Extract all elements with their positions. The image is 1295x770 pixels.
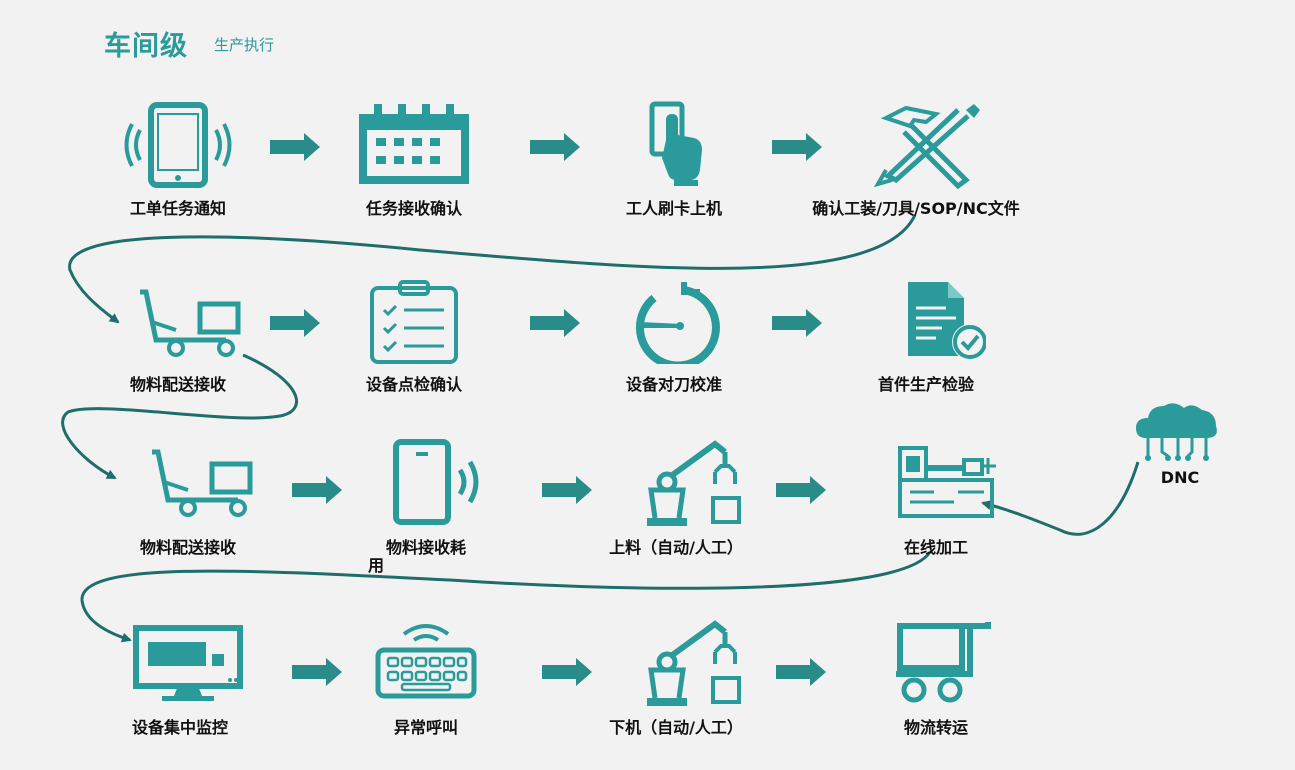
dnc-connector [981,461,1140,536]
step-3-4-label: 在线加工 [903,538,968,557]
step-2-2-label: 设备点检确认 [365,375,462,394]
cnc-machine-icon [898,446,996,518]
dnc-label: DNC [1160,468,1200,487]
calendar-icon [359,104,469,184]
document-check-icon [908,282,986,360]
step-1-3-label: 工人刷卡上机 [625,199,722,218]
step-1-1 [88,100,268,190]
step-1-4-label: 确认工装/刀具/SOP/NC文件 [812,199,1020,218]
step-2-4-label: 首件生产检验 [877,375,974,394]
step-4-3-label: 下机（自动/人工） [609,718,743,737]
step-3-1-label: 物料配送接收 [139,538,236,557]
wrap-connector-2 [61,353,298,480]
step-3-2-label: 物料接收耗 用 [336,539,516,575]
step-4-4-label: 物流转运 [903,718,968,737]
step-3-2 [336,438,516,526]
step-1-1-label: 工单任务通知 [129,199,226,218]
step-1-3 [584,100,764,190]
step-4-3 [586,618,766,708]
step-2-4 [836,278,1016,364]
step-3-2-label-line1: 物料接收耗 [385,538,466,557]
step-4-1 [98,620,278,704]
robot-arm-icon [647,440,741,526]
tablet-signal-icon [124,102,232,188]
card-swipe-icon [649,101,702,186]
step-3-1 [108,440,288,520]
cart-icon [140,289,241,357]
tools-icon [873,104,980,190]
stopwatch-icon [635,282,720,364]
step-1-2-label: 任务接收确认 [365,199,462,218]
step-1-4 [836,100,1016,190]
clipboard-checklist-icon [370,280,458,364]
monitor-icon [133,625,243,701]
step-2-3 [584,278,764,364]
cart-icon [152,449,253,517]
step-2-2 [324,280,504,364]
cloud-network-icon [1136,403,1217,461]
robot-arm-icon [647,620,741,706]
step-3-3 [586,438,766,528]
step-1-2 [324,100,504,190]
trolley-icon [896,622,991,703]
phone-signal-icon [393,439,479,525]
keyboard-signal-icon [375,624,477,699]
step-2-1 [96,280,276,360]
step-3-4 [838,440,1018,524]
step-3-3-label: 上料（自动/人工） [609,538,743,557]
step-3-2-label-line2: 用 [367,556,384,575]
step-4-1-label: 设备集中监控 [131,718,228,737]
step-4-2-label: 异常呼叫 [393,718,458,737]
wrap-connector-3 [80,551,932,643]
step-2-3-label: 设备对刀校准 [625,375,722,394]
page-title: 车间级 [104,31,188,62]
step-4-2 [336,620,516,704]
step-4-4 [846,618,1026,706]
page-subtitle: 生产执行 [214,36,275,54]
wrap-connector-1 [68,214,917,324]
step-2-1-label: 物料配送接收 [129,375,226,394]
